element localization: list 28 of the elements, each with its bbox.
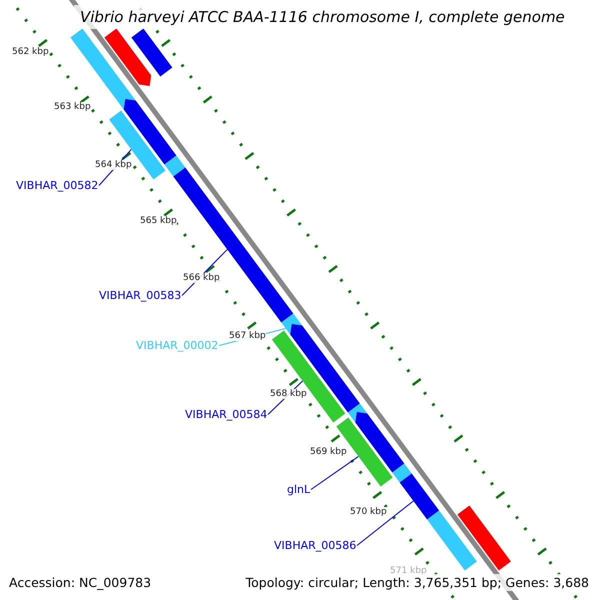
scale-label: 562 kbp (12, 47, 49, 57)
gene-bar (392, 464, 412, 482)
gene-label: VIBHAR_00583 (99, 289, 182, 302)
scale-label: 568 kbp (270, 389, 307, 399)
gene-bar (164, 156, 186, 176)
gene-bar (272, 330, 346, 422)
leader-line (310, 456, 359, 490)
gene-bar (400, 472, 440, 520)
scale-label: 565 kbp (140, 216, 177, 226)
gene-label: glnL (287, 483, 310, 496)
gene-label: VIBHAR_00002 (136, 339, 218, 352)
scale-label: 570 kbp (350, 507, 387, 517)
gene-bar (457, 506, 511, 570)
scale-label: 567 kbp (229, 331, 266, 341)
gene-bar (131, 28, 172, 76)
gene-bar (290, 324, 360, 412)
scale-label: 563 kbp (54, 102, 91, 112)
leader-line (356, 500, 414, 546)
gene-label: VIBHAR_00582 (16, 179, 98, 192)
scale-label: 569 kbp (310, 447, 347, 457)
gene-label: VIBHAR_00584 (185, 408, 268, 421)
gene-bar (427, 510, 477, 570)
gene-bar (70, 28, 136, 110)
gene-label: VIBHAR_00586 (274, 539, 356, 552)
gene-bar (355, 412, 404, 472)
gene-bar (104, 28, 152, 86)
scale-label: 566 kbp (183, 273, 220, 283)
scale-label: 564 kbp (95, 160, 132, 170)
